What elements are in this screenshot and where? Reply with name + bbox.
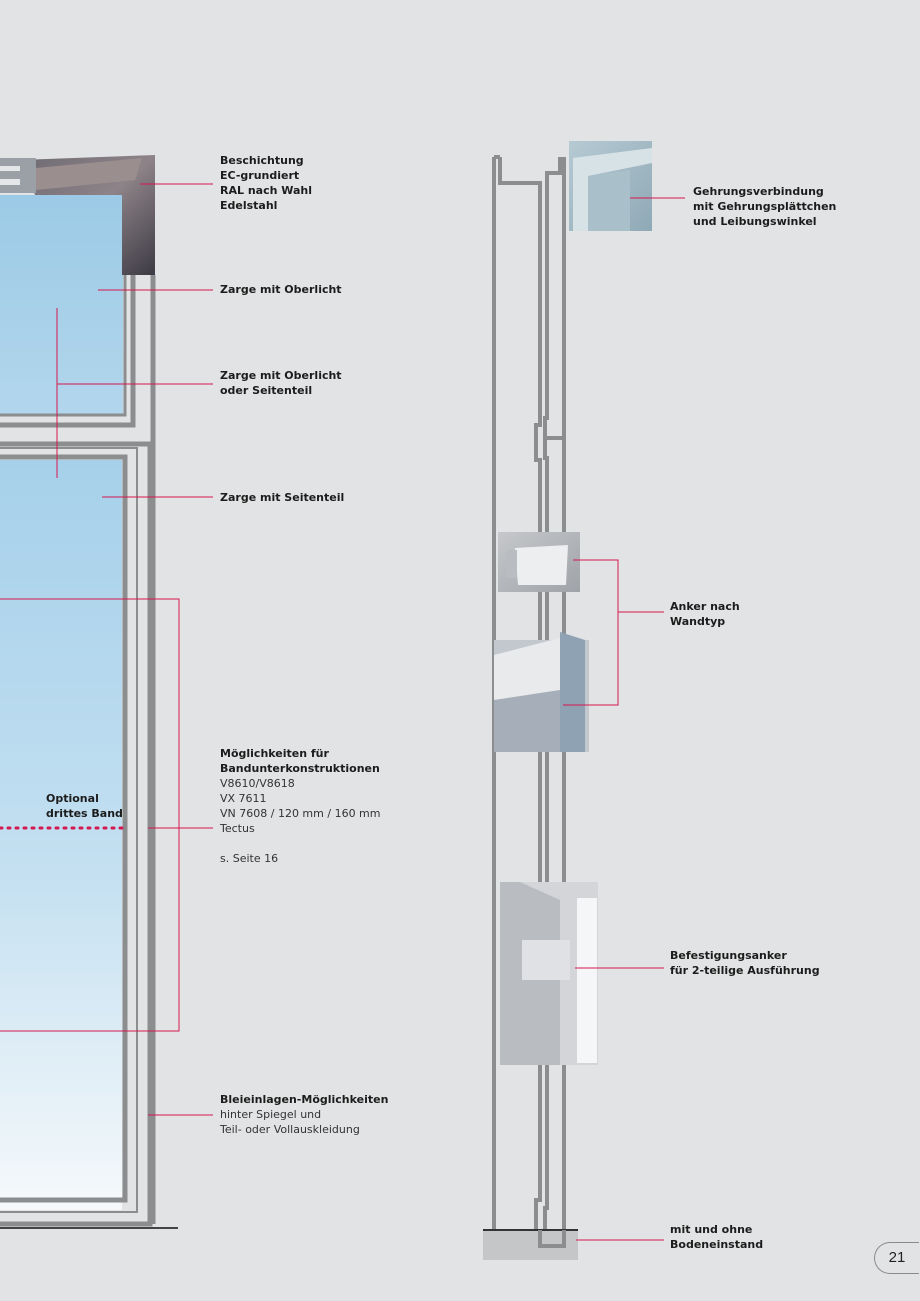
- label-zarge-oberlicht: Zarge mit Oberlicht: [220, 283, 342, 296]
- page-number: 21: [874, 1242, 919, 1274]
- outer-frame: [0, 441, 153, 1227]
- label-befestigung: Befestigungsanker für 2-teilige Ausführu…: [670, 949, 820, 977]
- mitre-joint-photo: [569, 141, 652, 231]
- right-leader-lines: [563, 197, 685, 1241]
- door-frame-elevation: [0, 155, 178, 1229]
- lower-inner-frame: [0, 454, 128, 1203]
- label-optional-band: Optional drittes Band: [46, 792, 123, 820]
- label-zarge-seitenteil: Zarge mit Seitenteil: [220, 491, 345, 504]
- left-leader-lines: [0, 183, 213, 1116]
- anchor-photo-1: [498, 532, 580, 592]
- anchor-photo-2: [494, 632, 589, 752]
- corner-steel-photo: [0, 155, 155, 275]
- label-beschichtung: Beschichtung EC-grundiert RAL nach Wahl …: [220, 154, 313, 212]
- label-gehrung: Gehrungsverbindung mit Gehrungsplättchen…: [693, 185, 837, 228]
- label-anker: Anker nach Wandtyp: [670, 600, 740, 628]
- label-bleieinlagen: Bleieinlagen-Möglichkeiten hinter Spiege…: [220, 1093, 389, 1136]
- floor-recess: [483, 1229, 578, 1260]
- upper-inner-frame: [0, 275, 136, 428]
- glass-lower-pane: [0, 460, 122, 1210]
- label-moeglichkeiten: Möglichkeiten für Bandunterkonstruktione…: [220, 747, 381, 865]
- label-boden: mit und ohne Bodeneinstand: [670, 1223, 764, 1251]
- glass-upper-pane: [0, 195, 123, 415]
- label-zarge-oberlicht-seitenteil: Zarge mit Oberlicht oder Seitenteil: [220, 369, 342, 397]
- fastening-anchor-photo: [500, 882, 598, 1065]
